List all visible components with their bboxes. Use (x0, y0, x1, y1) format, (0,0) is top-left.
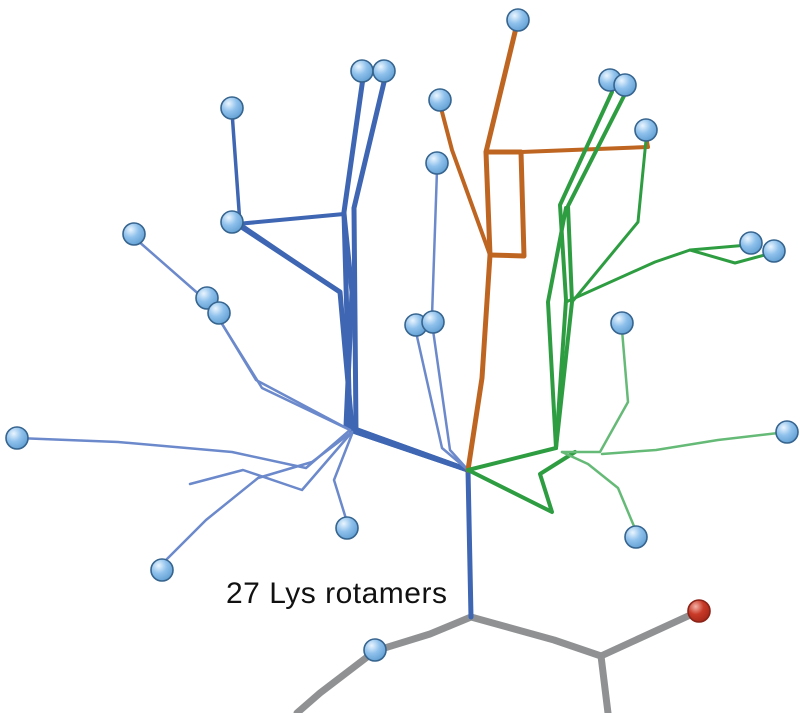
bond-green (570, 138, 648, 304)
bond-green (554, 90, 628, 450)
atom-sphere-nitrogen (372, 59, 396, 83)
bond-blue_light (430, 168, 439, 318)
atom-sphere-nitrogen (122, 222, 146, 246)
atom-sphere-nitrogen (5, 426, 29, 450)
atom-sphere-nitrogen (350, 59, 374, 83)
bond-green (564, 243, 750, 304)
bond-blue_light (160, 430, 354, 566)
bond-orange (483, 149, 527, 259)
bond-backbone (293, 647, 379, 713)
atom-sphere-nitrogen (775, 420, 799, 444)
bond-blue_light (188, 430, 354, 492)
bond-blue_light (208, 302, 352, 432)
bond-blue (235, 212, 346, 226)
atom-sphere-nitrogen (363, 638, 387, 662)
atom-sphere-nitrogen (762, 239, 786, 263)
bond-blue (465, 467, 474, 620)
bond-green_light (560, 328, 630, 454)
atom-sphere-nitrogen (220, 96, 244, 120)
atom-sphere-nitrogen (624, 525, 648, 549)
bond-green (466, 450, 577, 514)
bond-orange (439, 106, 492, 257)
atom-sphere-nitrogen (739, 231, 763, 255)
atom-sphere-nitrogen (207, 301, 231, 325)
atom-sphere-oxygen (687, 599, 711, 623)
bond-green_light (560, 450, 638, 533)
bond-backbone (371, 613, 475, 655)
bond-green (466, 90, 614, 472)
bond-blue_light (414, 330, 470, 472)
atom-sphere-nitrogen (150, 558, 174, 582)
bond-backbone (467, 613, 605, 660)
atom-sphere-nitrogen (425, 151, 449, 175)
atom-sphere-nitrogen (613, 73, 637, 97)
bond-blue_light (332, 432, 354, 524)
atom-sphere-nitrogen (335, 516, 359, 540)
atom-sphere-nitrogen (220, 210, 244, 234)
bond-green_light (600, 430, 789, 456)
bond-blue (341, 211, 471, 473)
bond-blue_light (431, 328, 470, 472)
atom-sphere-nitrogen (428, 88, 452, 112)
bond-backbone (597, 652, 612, 713)
atom-sphere-nitrogen (421, 310, 445, 334)
bond-backbone (597, 607, 703, 660)
bond-green (688, 248, 774, 265)
bond-green (546, 206, 568, 450)
figure-caption: 27 Lys rotamers (226, 577, 448, 610)
atom-sphere-nitrogen (610, 311, 634, 335)
atom-sphere-nitrogen (506, 8, 530, 32)
atom-sphere-nitrogen (634, 118, 658, 142)
